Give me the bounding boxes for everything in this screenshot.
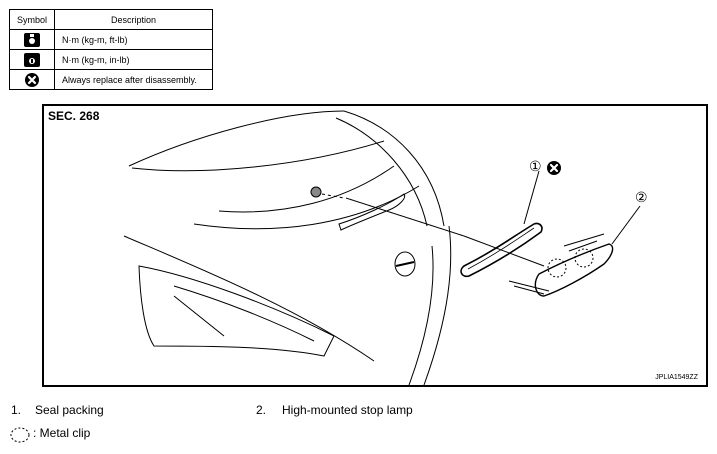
high-mounted-stop-lamp — [534, 243, 614, 297]
part-name: Seal packing — [35, 403, 104, 417]
diagram-frame: SEC. 268 — [42, 104, 708, 387]
glass-lower — [218, 165, 395, 213]
metal-clip-icon — [10, 427, 30, 443]
hatch-edge-inner — [335, 117, 428, 227]
body-side — [423, 225, 452, 385]
rear-hatch-illustration — [123, 110, 641, 385]
legend-row: N·m (kg-m, ft-lb) — [9, 29, 213, 50]
part-number: 1. — [11, 403, 22, 417]
part-number: 2. — [256, 403, 267, 417]
replace-x-icon — [25, 72, 39, 87]
symbol-legend-table: Symbol Description N·m (kg-m, ft-lb) N·m… — [9, 9, 213, 90]
torque-wrench-icon — [24, 32, 40, 47]
legend-header-row: Symbol Description — [9, 9, 213, 30]
seal-packing — [460, 222, 543, 278]
legend-description: Always replace after disassembly. — [54, 69, 213, 90]
tail-lamp — [138, 265, 335, 357]
body-side-2 — [408, 245, 434, 385]
body-lower — [123, 235, 375, 362]
part-name: High-mounted stop lamp — [282, 403, 413, 417]
emblem — [394, 251, 416, 277]
replace-x-icon — [547, 161, 561, 175]
callout-2: ② — [635, 189, 648, 205]
section-label: SEC. 268 — [48, 109, 100, 123]
car-lamp-slot — [338, 193, 406, 231]
figure-id: JPLIA1549ZZ — [655, 374, 698, 381]
spoiler-line — [193, 185, 420, 230]
hatch-upper-curve — [131, 140, 385, 172]
legend-row: Always replace after disassembly. — [9, 69, 213, 90]
hatch-edge — [343, 110, 445, 227]
callout-1: ① — [529, 158, 542, 174]
clip-note: : Metal clip — [33, 426, 91, 440]
metal-clip-on-car — [310, 186, 322, 198]
torque-wrench-small-icon — [24, 52, 40, 67]
roof-line — [128, 110, 345, 167]
